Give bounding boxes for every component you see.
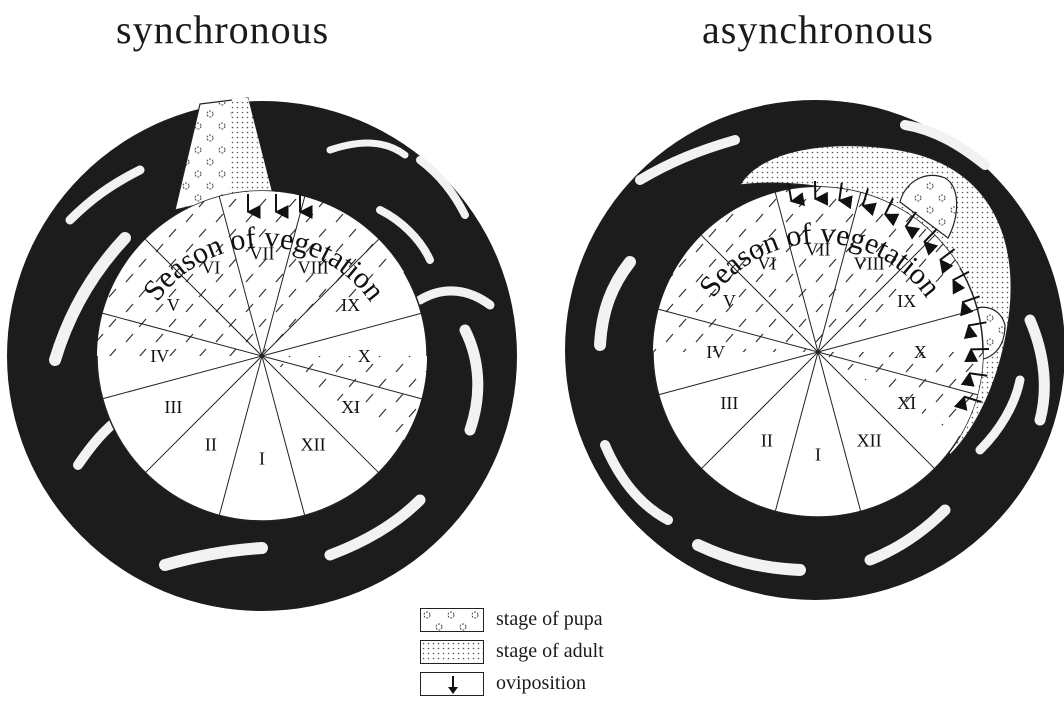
adult-pattern-icon	[420, 640, 484, 664]
month-label: IX	[897, 291, 916, 311]
month-label: III	[164, 397, 182, 417]
legend-label: stage of adult	[496, 640, 604, 663]
month-label: IV	[706, 342, 725, 362]
month-label: XI	[341, 397, 360, 417]
month-label: I	[815, 444, 821, 464]
month-label: X	[358, 346, 371, 366]
arrow-down-icon	[420, 672, 484, 696]
month-label: IX	[341, 295, 360, 315]
pupa-pattern-icon	[420, 608, 484, 632]
month-label: I	[259, 448, 265, 468]
month-label: II	[761, 431, 773, 451]
legend-label: stage of pupa	[496, 608, 603, 631]
month-label: XII	[301, 435, 326, 455]
legend-label: oviposition	[496, 672, 586, 695]
month-label: XI	[897, 393, 916, 413]
month-label: II	[205, 435, 217, 455]
month-label: IV	[150, 346, 169, 366]
month-label: X	[914, 342, 927, 362]
month-label: III	[720, 393, 738, 413]
month-label: XII	[857, 431, 882, 451]
